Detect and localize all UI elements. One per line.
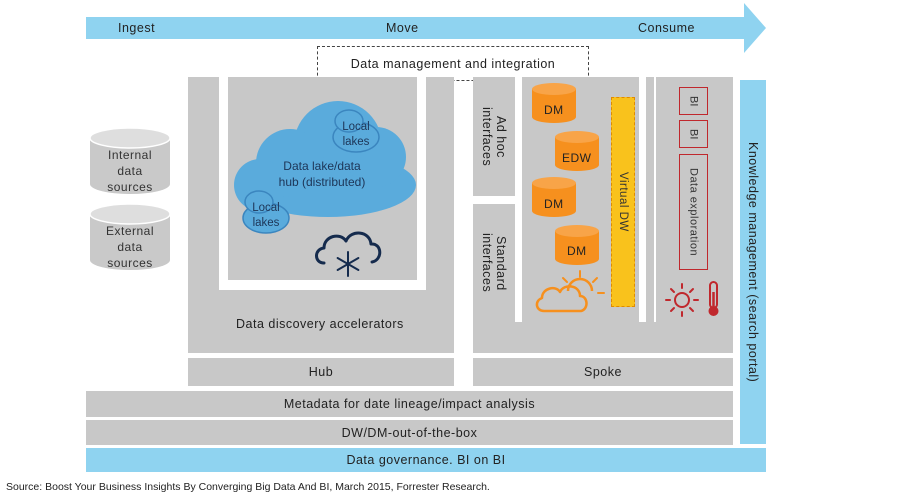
hub-label-bar: Hub	[188, 358, 454, 386]
weather-icons	[665, 281, 719, 317]
mart-4-label: DM	[567, 244, 587, 258]
mart-1-label: DM	[544, 103, 564, 117]
stage-ingest: Ingest	[118, 21, 156, 35]
bi-box-2: BI	[679, 120, 708, 148]
stage-consume: Consume	[638, 21, 695, 35]
internal-sources-drum	[89, 127, 171, 194]
snow-cloud-icon	[315, 231, 382, 277]
accelerators-label: Data discovery accelerators	[236, 317, 404, 331]
mart-2-label: EDW	[562, 151, 592, 165]
external-sources-drum	[89, 203, 171, 270]
metadata-bar: Metadata for date lineage/impact analysi…	[86, 391, 733, 417]
governance-bar: Data governance. BI on BI	[86, 448, 766, 472]
sun-cloud-icon	[535, 270, 605, 313]
data-lake-cloud	[234, 101, 416, 277]
integration-box: Data management and integration	[317, 46, 589, 81]
spoke-label-bar: Spoke	[473, 358, 733, 386]
interfaces-divider	[473, 196, 515, 204]
thermometer-icon	[708, 281, 719, 316]
bi-box-1: BI	[679, 87, 708, 115]
dwdm-bar: DW/DM-out-of-the-box	[86, 420, 733, 445]
virtual-dw-bar: Virtual DW	[611, 97, 635, 307]
sun-icon	[665, 283, 699, 317]
spoke-consume-area	[656, 77, 733, 322]
data-exploration-box: Data exploration	[679, 154, 708, 270]
source-note: Source: Boost Your Business Insights By …	[6, 481, 490, 493]
mart-3-label: DM	[544, 197, 564, 211]
data-marts	[532, 83, 605, 313]
flow-arrow	[86, 3, 766, 53]
knowledge-management-bar: Knowledge management (search portal)	[740, 80, 766, 444]
stage-move: Move	[386, 21, 419, 35]
